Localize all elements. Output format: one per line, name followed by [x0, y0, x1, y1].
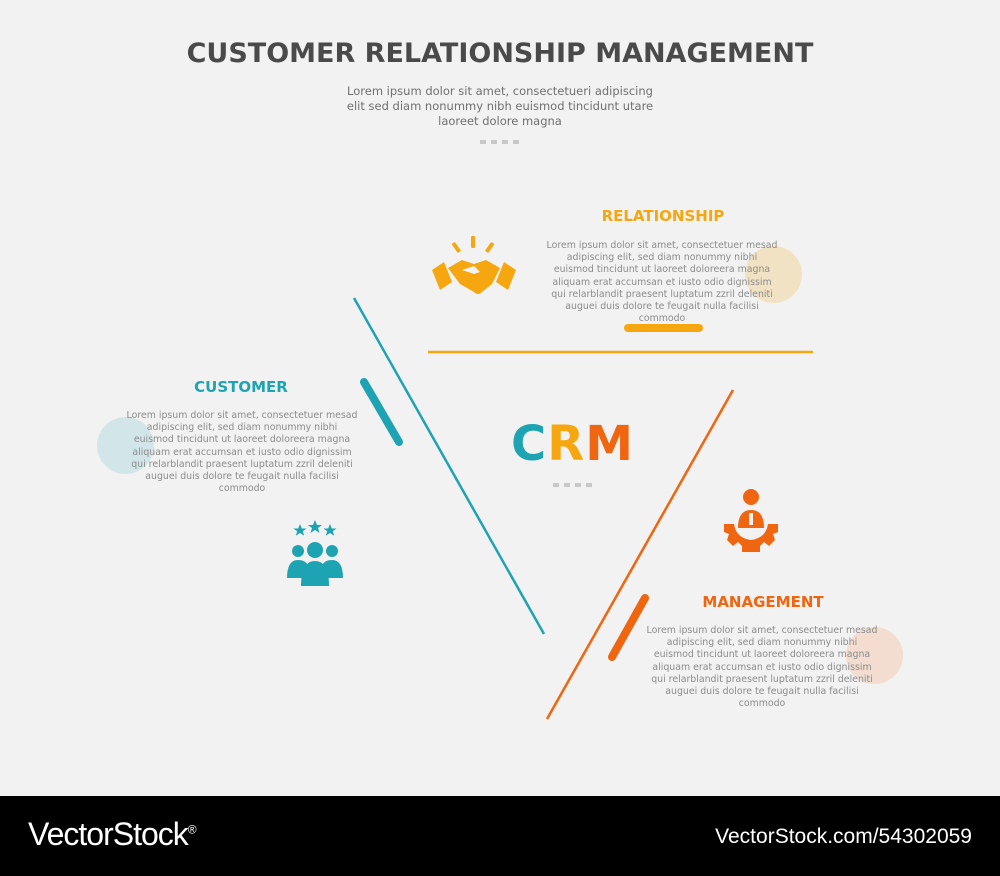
crm-letter-m: M [585, 416, 634, 472]
watermark-brand: VectorStock® [28, 816, 197, 852]
crm-center-label: CRM [500, 416, 645, 472]
crm-letter-c: C [511, 416, 548, 472]
management-accent-bar [608, 594, 649, 661]
customer-accent-bar [360, 378, 403, 446]
customer-text: Lorem ipsum dolor sit amet, consectetuer… [126, 410, 358, 495]
management-heading: MANAGEMENT [702, 593, 824, 611]
manager-gear-icon [724, 489, 778, 552]
relationship-text: Lorem ipsum dolor sit amet, consectetuer… [546, 240, 778, 325]
customer-heading: CUSTOMER [194, 378, 288, 396]
watermark-footer [0, 796, 1000, 876]
page-subtitle: Lorem ipsum dolor sit amet, consectetuer… [346, 84, 654, 128]
crm-letter-r: R [547, 416, 586, 472]
title-dots [480, 140, 519, 144]
handshake-icon [432, 236, 516, 294]
relationship-decor-circle [745, 246, 802, 303]
management-line [545, 389, 735, 720]
crm-dots [553, 483, 592, 487]
customer-group-icon [287, 520, 343, 586]
customer-decor-circle [97, 417, 154, 474]
management-text: Lorem ipsum dolor sit amet, consectetuer… [646, 625, 878, 710]
management-decor-circle [846, 627, 903, 684]
crm-triangle-diagram [352, 297, 813, 720]
page-title: CUSTOMER RELATIONSHIP MANAGEMENT [186, 38, 814, 69]
customer-line [352, 297, 546, 635]
relationship-heading: RELATIONSHIP [601, 207, 725, 225]
watermark-url: VectorStock.com/54302059 [715, 825, 972, 848]
